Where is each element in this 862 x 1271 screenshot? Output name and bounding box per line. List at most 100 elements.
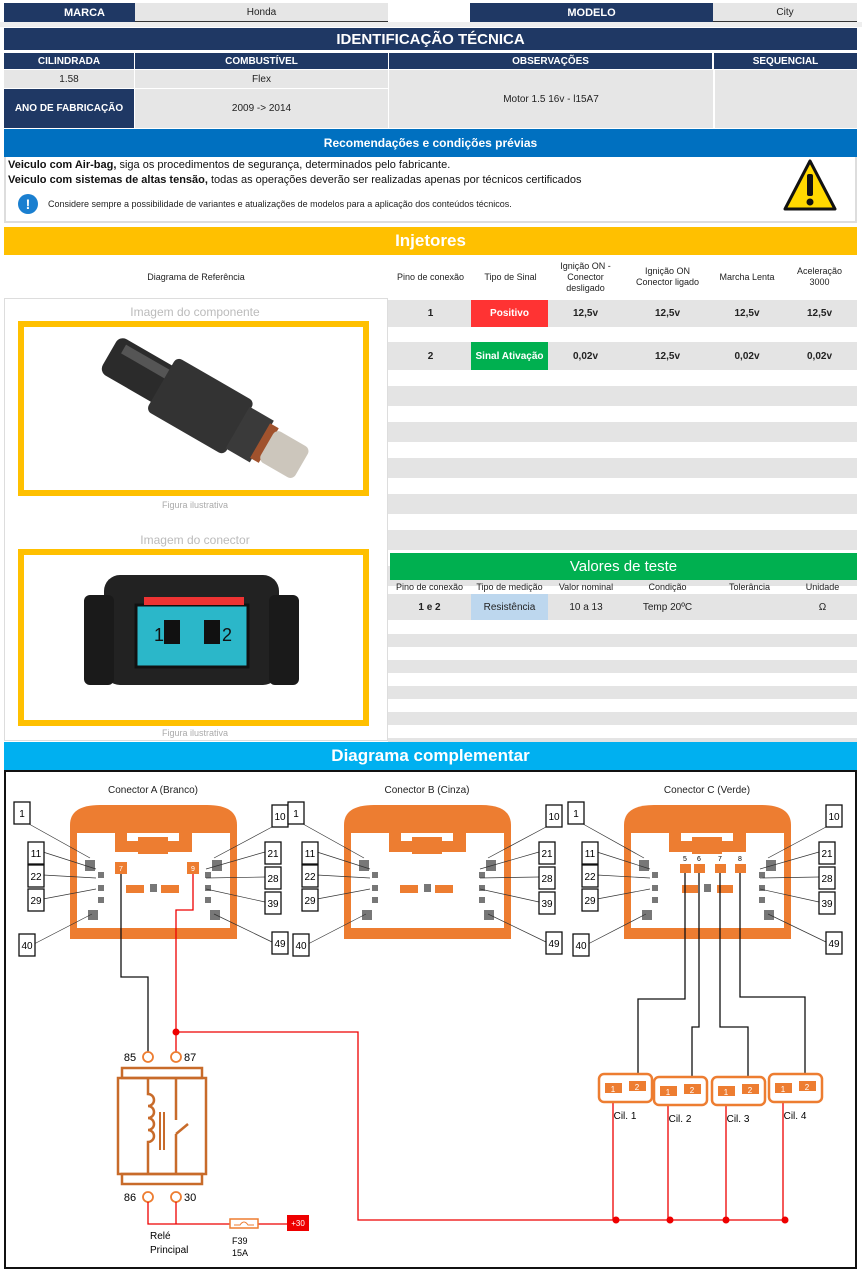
relay-terminal-label: 86 xyxy=(124,1192,136,1204)
pin-label-box xyxy=(538,891,556,915)
pin-cavity xyxy=(759,897,765,903)
injector-pin xyxy=(742,1084,759,1094)
a-pin xyxy=(115,862,127,874)
injector-pin-label: 2 xyxy=(748,1086,753,1095)
leader-line xyxy=(767,913,827,943)
pin-label: 28 xyxy=(821,874,833,885)
relay-top xyxy=(120,1066,204,1080)
relay-body xyxy=(116,1076,208,1176)
leader-line xyxy=(205,888,266,903)
pin-label: 1 xyxy=(19,809,25,820)
pin-label: 11 xyxy=(585,849,596,860)
pin-label: 22 xyxy=(30,872,42,883)
pin-label: 49 xyxy=(274,939,286,950)
leader-line xyxy=(479,876,540,879)
injector-pin-label: 2 xyxy=(805,1083,810,1092)
c-pin-label: 6 xyxy=(697,856,701,863)
leader-line xyxy=(479,888,540,903)
pin-label: 10 xyxy=(274,812,286,823)
teste-cell: 1 e 2 xyxy=(418,601,441,613)
leader-line xyxy=(302,823,365,859)
a-pin-label: 9 xyxy=(191,866,195,873)
pin-cavity xyxy=(759,885,765,891)
observacoes-label: OBSERVAÇÕES xyxy=(389,53,712,69)
voltage-cell: 12,5v xyxy=(572,308,599,319)
cilindrada-label: CILINDRADA xyxy=(4,53,134,69)
empty-row xyxy=(388,422,857,442)
pin-label: 29 xyxy=(584,896,596,907)
c-pin xyxy=(680,864,691,873)
pin-label-box xyxy=(264,866,282,890)
pin-label: 11 xyxy=(305,849,316,860)
pin-label-box xyxy=(818,891,836,915)
empty-row xyxy=(388,686,857,699)
marca-label: MARCA xyxy=(34,3,135,22)
wire-cyl3 xyxy=(719,873,749,1087)
pin-label-box xyxy=(13,801,31,825)
pin-label: 10 xyxy=(548,812,560,823)
voltage-cell: 0,02v xyxy=(572,350,599,362)
center-pin xyxy=(435,885,453,893)
sequencial-value xyxy=(715,70,857,128)
pin-cavity xyxy=(479,885,485,891)
pin-label: 21 xyxy=(267,849,279,860)
pin-label-box xyxy=(27,864,45,888)
connector-pin-2: 2 xyxy=(222,625,232,645)
center-pin xyxy=(704,884,711,892)
pin-cavity xyxy=(652,885,658,891)
connector-window xyxy=(746,833,784,852)
leader-line xyxy=(33,913,93,945)
leader-line xyxy=(596,888,651,900)
leader-line xyxy=(759,888,820,903)
leader-line xyxy=(759,876,820,879)
leader-line xyxy=(42,874,97,879)
leader-line xyxy=(487,826,547,859)
pin-cavity xyxy=(484,910,494,920)
pin-label-box xyxy=(538,866,556,890)
connector-title: Conector B (Cinza) xyxy=(384,785,469,796)
leader-line xyxy=(42,888,97,900)
wire-junction xyxy=(172,1028,180,1036)
leader-line xyxy=(587,913,647,945)
relay-terminal-label: 85 xyxy=(124,1052,136,1064)
marca-value: Honda xyxy=(135,3,388,22)
combustivel-value: Flex xyxy=(135,70,388,88)
leader-line xyxy=(487,913,547,943)
pin-label: 28 xyxy=(541,874,553,885)
pin-label-box xyxy=(301,888,319,912)
pin-label: 10 xyxy=(828,812,840,823)
info-icon: ! xyxy=(18,194,38,214)
ano-value: 2009 -> 2014 xyxy=(135,89,388,128)
empty-row xyxy=(388,634,857,647)
pin-label-box xyxy=(572,933,590,957)
center-pin xyxy=(126,885,144,893)
pin-cavity xyxy=(479,872,485,878)
connector-window xyxy=(192,833,230,852)
pin-label-box xyxy=(567,801,585,825)
connector-title: Conector A (Branco) xyxy=(108,785,198,796)
pin-label: 29 xyxy=(304,896,316,907)
leader-line xyxy=(759,851,820,870)
empty-row xyxy=(388,494,857,514)
injector-pin xyxy=(799,1081,816,1091)
connector-latch-tab xyxy=(138,837,168,854)
component-label: Imagem do componente xyxy=(130,305,260,319)
pin-cavity xyxy=(372,897,378,903)
empty-row xyxy=(388,530,857,550)
pin-cavity xyxy=(652,897,658,903)
injector-pin xyxy=(684,1084,701,1094)
inj-col-header: Pino de conexão xyxy=(396,271,465,282)
pin-label-box xyxy=(825,931,843,955)
figura-label-2: Figura ilustrativa xyxy=(161,728,229,738)
leader-line xyxy=(205,876,266,879)
pin-label-box xyxy=(301,841,319,865)
sequencial-label: SEQUENCIAL xyxy=(714,53,857,69)
leader-line xyxy=(205,851,266,870)
leader-line xyxy=(28,823,91,859)
pin-cavity xyxy=(210,910,220,920)
relay-switch-icon xyxy=(174,1078,189,1174)
relay-terminal xyxy=(170,1191,182,1203)
connector-latch-tab xyxy=(412,837,442,854)
pin-cavity xyxy=(372,885,378,891)
